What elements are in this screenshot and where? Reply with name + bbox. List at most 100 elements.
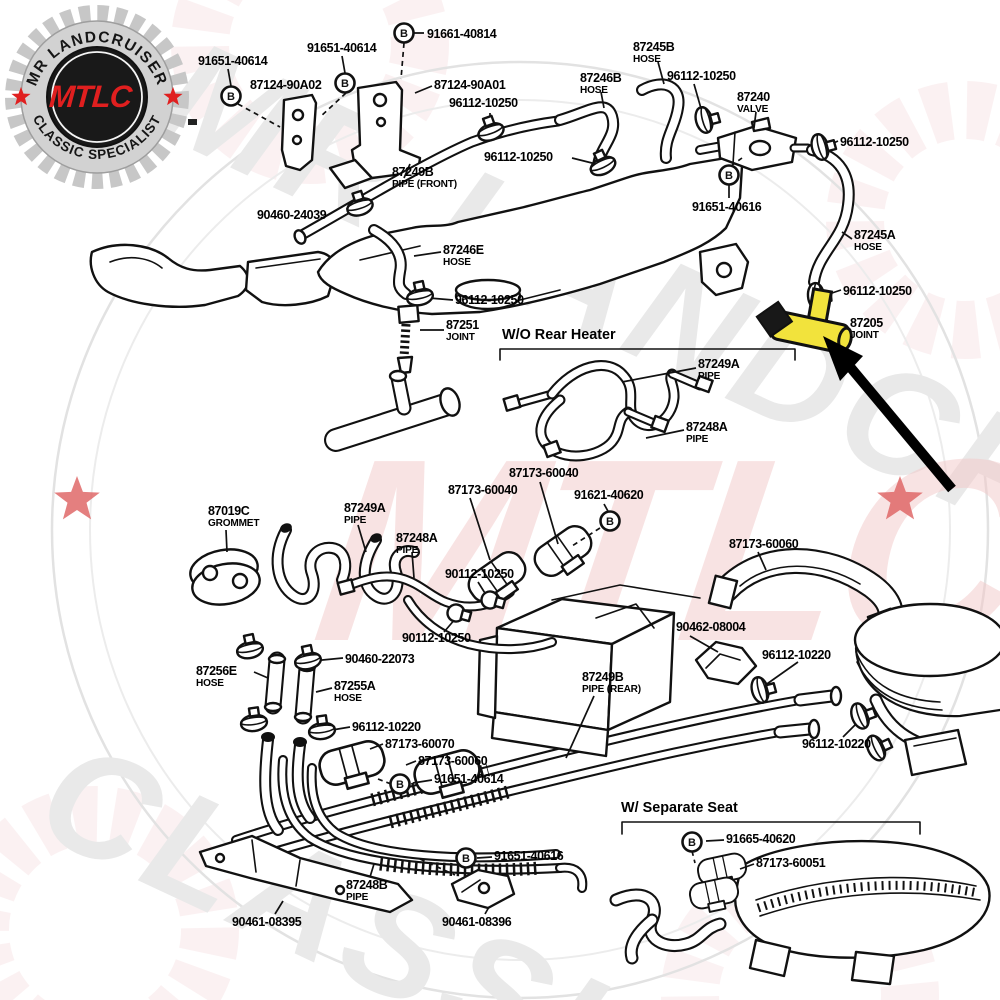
part-number-text: 87256E [196,663,237,678]
part-number-text: 91621-40620 [574,487,644,502]
part-number-text: 87124-90A02 [250,77,322,92]
part-label-91665-40620: 91665-40620 [726,831,796,846]
part-type-text: HOSE [580,84,608,97]
hose-87246E-path-inner [370,226,410,298]
pipe-87248B-1-inner [279,757,563,873]
part-number-text: 87246B [580,70,622,85]
hose-87246B-path-inner [556,103,618,170]
part-label-91661-40814: 91661-40814 [427,26,497,41]
part-number-text: 96112-10250 [449,95,518,110]
part-number-text: 87173-60051 [756,855,826,870]
part-type-text: PIPE (FRONT) [392,178,457,191]
part-number-text: 87249A [344,500,386,515]
logo-inner-ring [51,51,143,143]
rear-pipe-2-inner [245,729,783,863]
pipe-87248B-elbow-inner [557,864,586,891]
circle-watermark [89,99,951,961]
part-number-text: 87249B [392,164,434,179]
part-type-text: PIPE [346,891,369,904]
part-label-87173-60051: 87173-60051 [756,855,826,870]
part-number-text: 87249B [582,669,624,684]
gear-watermark-icon [826,81,1000,359]
hose-87245A-path-inner [808,146,853,286]
part-label-96112-10250: 96112-10250 [449,95,518,110]
part-type-text: HOSE [334,692,362,705]
lower-hose-1-inner [261,736,282,834]
part-number-text: 87205 [850,315,883,330]
part-label-91651-40614: 91651-40614 [198,53,268,68]
part-label-90461-08396: 90461-08396 [442,914,512,929]
part-label-90460-24039: 90460-24039 [257,207,327,222]
part-number-text: 87245A [854,227,896,242]
mid-pipe-2-inner [405,597,555,652]
part-label-91651-40616: 91651-40616 [494,848,564,863]
part-number-text: 96112-10250 [840,134,909,149]
t-pipe-main-inner [326,394,458,450]
part-type-text: PIPE [698,370,721,383]
part-number-text: 91651-40614 [198,53,268,68]
part-number-text: 90461-08395 [232,914,302,929]
hose-87256E-path-inner [266,653,284,713]
pointer-arrow [823,336,956,493]
part-type-text: HOSE [443,256,471,269]
part-type-text: JOINT [850,329,879,342]
part-type-text: PIPE (REAR) [582,683,641,696]
part-label-96112-10220: 96112-10220 [762,647,831,662]
part-number-text: 90112-10250 [445,566,514,581]
gear-watermark-icon [661,856,939,1000]
part-number-text: 87240 [737,89,770,104]
part-label-90112-10250: 90112-10250 [445,566,514,581]
part-number-text: 96112-10250 [667,68,736,83]
part-number-text: 87248A [396,530,438,545]
part-number-text: 87246E [443,242,484,257]
hose-87255A-path-inner [296,661,314,723]
part-label-91621-40620: 91621-40620 [574,487,644,502]
part-number-text: 87245B [633,39,675,54]
part-number-text: 87249A [698,356,740,371]
part-label-90112-10250: 90112-10250 [402,630,471,645]
part-type-text: JOINT [446,331,475,344]
lower-hoses [259,732,316,836]
part-number-text: 90460-22073 [345,651,415,666]
part-number-text: 96112-10220 [762,647,831,662]
part-label-87124-90A02: 87124-90A02 [250,77,322,92]
bracket-90462-08004 [694,640,758,686]
part-number-text: 87248A [686,419,728,434]
section-bracket-lines [499,348,921,835]
clamp-90461-08396 [450,868,516,910]
part-number-text: 90460-24039 [257,207,327,222]
part-type-text: GROMMET [208,517,260,530]
part-number-text: 91661-40814 [427,26,497,41]
part-label-91651-40616: 91651-40616 [692,199,762,214]
rear-pipe-2-end-inner [775,724,815,737]
part-number-text: 90461-08396 [442,914,512,929]
logo-center-text: MTLC [48,79,134,114]
part-label-96112-10250: 96112-10250 [667,68,736,83]
part-number-text: 91651-40614 [307,40,377,55]
part-label-87124-90A01: 87124-90A01 [434,77,506,92]
part-number-text: 91651-40614 [434,771,504,786]
pipe-87248A-path-inner [537,396,632,460]
seat-hose-inner [611,890,725,950]
part-number-text: W/O Rear Heater [502,326,616,343]
hose-87255A [293,659,317,725]
part-number-text: 96112-10220 [802,736,871,751]
part-type-text: HOSE [196,677,224,690]
part-number-text: 91651-40616 [692,199,762,214]
hose-87246B [554,101,620,172]
part-label-96112-10250: 96112-10250 [843,283,912,298]
part-number-text: W/ Separate Seat [621,799,738,816]
part-number-text: 91665-40620 [726,831,796,846]
part-type-text: HOSE [854,241,882,254]
leader-lines [225,32,859,915]
part-label-87173-60040: 87173-60040 [448,482,518,497]
